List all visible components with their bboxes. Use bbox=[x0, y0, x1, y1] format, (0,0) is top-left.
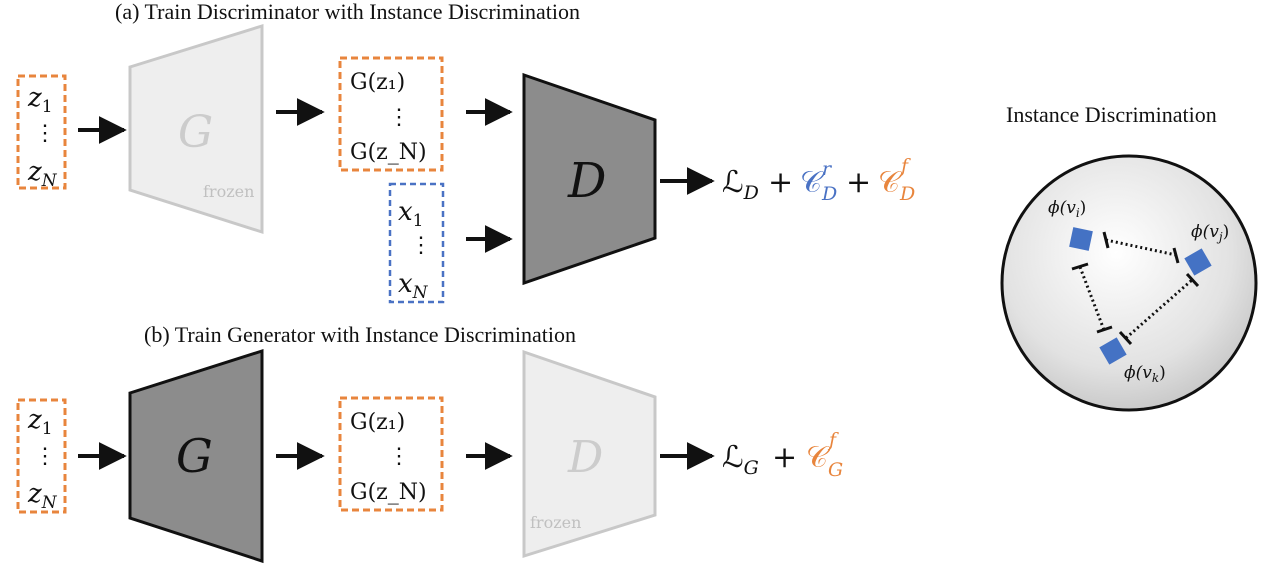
svg-text:𝒞: 𝒞 bbox=[806, 440, 831, 475]
embedding-point-k bbox=[1099, 337, 1127, 365]
svg-text:zN: zN bbox=[27, 479, 58, 513]
svg-text:zN: zN bbox=[27, 157, 58, 191]
svg-text:G: G bbox=[828, 459, 843, 481]
svg-text:⋮: ⋮ bbox=[388, 444, 410, 469]
embedding-point-i bbox=[1069, 227, 1093, 251]
svg-text:+: + bbox=[846, 165, 871, 200]
panel-b-title: (b) Train Generator with Instance Discri… bbox=[144, 322, 576, 347]
embedding-sphere bbox=[1000, 154, 1258, 412]
generator-frozen-a: G frozen bbox=[128, 23, 264, 235]
point-label-k: ϕ(vk) bbox=[1124, 363, 1166, 385]
svg-text:z1: z1 bbox=[27, 83, 53, 117]
svg-text:z1: z1 bbox=[27, 405, 53, 439]
discriminator-frozen-b: D frozen bbox=[522, 349, 657, 559]
svg-text:G(z₁): G(z₁) bbox=[350, 410, 405, 435]
discriminator-loss-expression: ℒD + 𝒞 r D + 𝒞 f D bbox=[722, 155, 915, 205]
svg-text:x1: x1 bbox=[398, 197, 424, 231]
frozen-label-b: frozen bbox=[530, 513, 581, 532]
panel-a-title: (a) Train Discriminator with Instance Di… bbox=[115, 0, 580, 24]
svg-text:D: D bbox=[899, 183, 915, 205]
svg-text:ℒD: ℒD bbox=[722, 165, 759, 204]
svg-text:xN: xN bbox=[398, 269, 429, 303]
svg-text:r: r bbox=[822, 158, 833, 180]
latent-vector-box-b: z1 ⋮ zN bbox=[16, 398, 67, 514]
real-samples-box: x1 ⋮ xN bbox=[388, 182, 445, 304]
frozen-label-a: frozen bbox=[203, 182, 254, 201]
svg-text:D: D bbox=[567, 432, 603, 483]
point-label-i: ϕ(vi) bbox=[1048, 198, 1086, 220]
pairwise-distance-links bbox=[1071, 231, 1200, 346]
svg-text:+: + bbox=[768, 165, 793, 200]
svg-text:G: G bbox=[176, 429, 213, 483]
instance-panel-title: Instance Discrimination bbox=[1006, 102, 1217, 127]
svg-text:G(z₁): G(z₁) bbox=[350, 70, 405, 95]
discriminator-a: D bbox=[522, 72, 657, 286]
svg-text:⋮: ⋮ bbox=[388, 105, 410, 130]
svg-text:G(z_N): G(z_N) bbox=[350, 140, 427, 165]
generated-samples-box-b: G(z₁) ⋮ G(z_N) bbox=[338, 396, 444, 512]
svg-text:+: + bbox=[772, 440, 797, 475]
svg-text:D: D bbox=[567, 153, 606, 209]
latent-vector-box-a: z1 ⋮ zN bbox=[16, 74, 67, 191]
svg-text:ℒG: ℒG bbox=[722, 440, 759, 479]
svg-text:𝒞: 𝒞 bbox=[878, 165, 903, 200]
generator-loss-expression: ℒG + 𝒞 f G bbox=[722, 429, 843, 481]
svg-text:G: G bbox=[178, 107, 213, 158]
generated-samples-box-a: G(z₁) ⋮ G(z_N) bbox=[338, 56, 444, 172]
svg-text:D: D bbox=[821, 183, 837, 205]
svg-text:⋮: ⋮ bbox=[34, 121, 56, 146]
svg-text:⋮: ⋮ bbox=[410, 233, 432, 258]
svg-text:𝒞: 𝒞 bbox=[800, 165, 825, 200]
embedding-point-j bbox=[1184, 248, 1212, 276]
point-label-j: ϕ(vj) bbox=[1191, 222, 1229, 244]
svg-text:G(z_N): G(z_N) bbox=[350, 480, 427, 505]
svg-text:f: f bbox=[827, 429, 839, 451]
generator-b: G bbox=[128, 348, 264, 564]
svg-text:f: f bbox=[899, 155, 911, 177]
svg-text:⋮: ⋮ bbox=[34, 444, 56, 469]
